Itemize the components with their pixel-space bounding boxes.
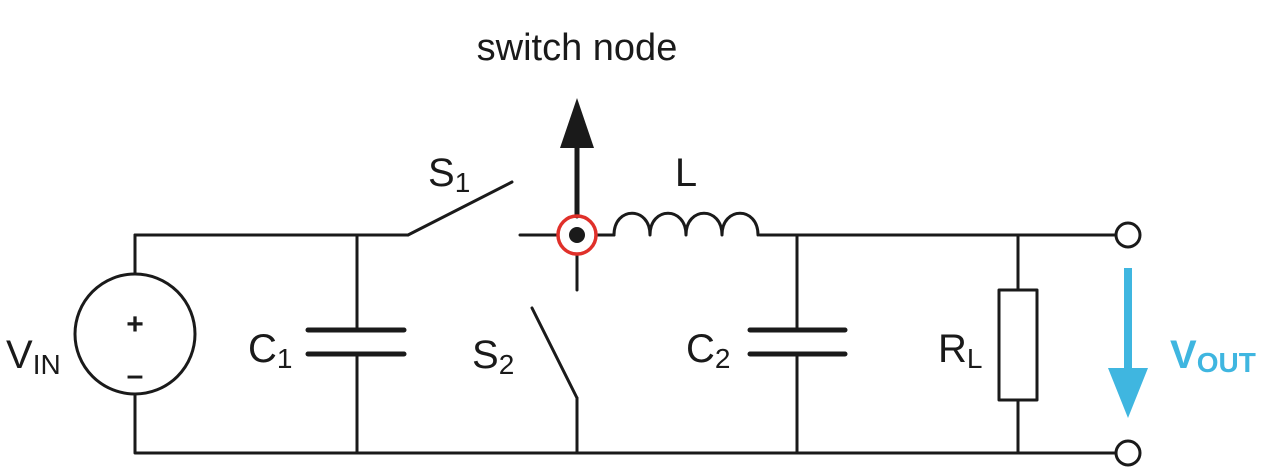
switch-node-dot bbox=[569, 227, 585, 243]
switch-s2 bbox=[530, 306, 579, 455]
output-terminal-top bbox=[1114, 221, 1142, 249]
s2-label: S2 bbox=[472, 333, 514, 380]
c2-label: C2 bbox=[686, 327, 730, 374]
output-terminal-bottom bbox=[1114, 439, 1142, 467]
switch-node-arrow-head bbox=[560, 98, 594, 148]
switch-s1 bbox=[406, 180, 514, 237]
vin-plus-sign: + bbox=[126, 308, 144, 341]
inductor-l bbox=[612, 211, 760, 237]
inductor-label: L bbox=[675, 151, 697, 195]
vout-label: VOUT bbox=[1170, 333, 1256, 378]
vin-source-circle bbox=[73, 272, 197, 396]
switch-node-ring bbox=[556, 214, 598, 256]
vin-minus-sign: – bbox=[127, 359, 144, 392]
bottom-rail-wires bbox=[133, 393, 1118, 455]
vin-source: + – bbox=[73, 272, 197, 396]
vout-arrow bbox=[1108, 268, 1148, 418]
top-rail-wires bbox=[133, 233, 1118, 276]
vin-label: VIN bbox=[6, 333, 61, 380]
rl-label: RL bbox=[938, 327, 982, 374]
capacitor-c1 bbox=[305, 233, 407, 455]
c1-label: C1 bbox=[248, 327, 292, 374]
switch-node bbox=[556, 98, 598, 292]
capacitor-c2 bbox=[747, 233, 848, 455]
s1-label: S1 bbox=[428, 151, 470, 198]
resistor-rl bbox=[997, 233, 1039, 455]
switch-node-label: switch node bbox=[477, 27, 678, 69]
